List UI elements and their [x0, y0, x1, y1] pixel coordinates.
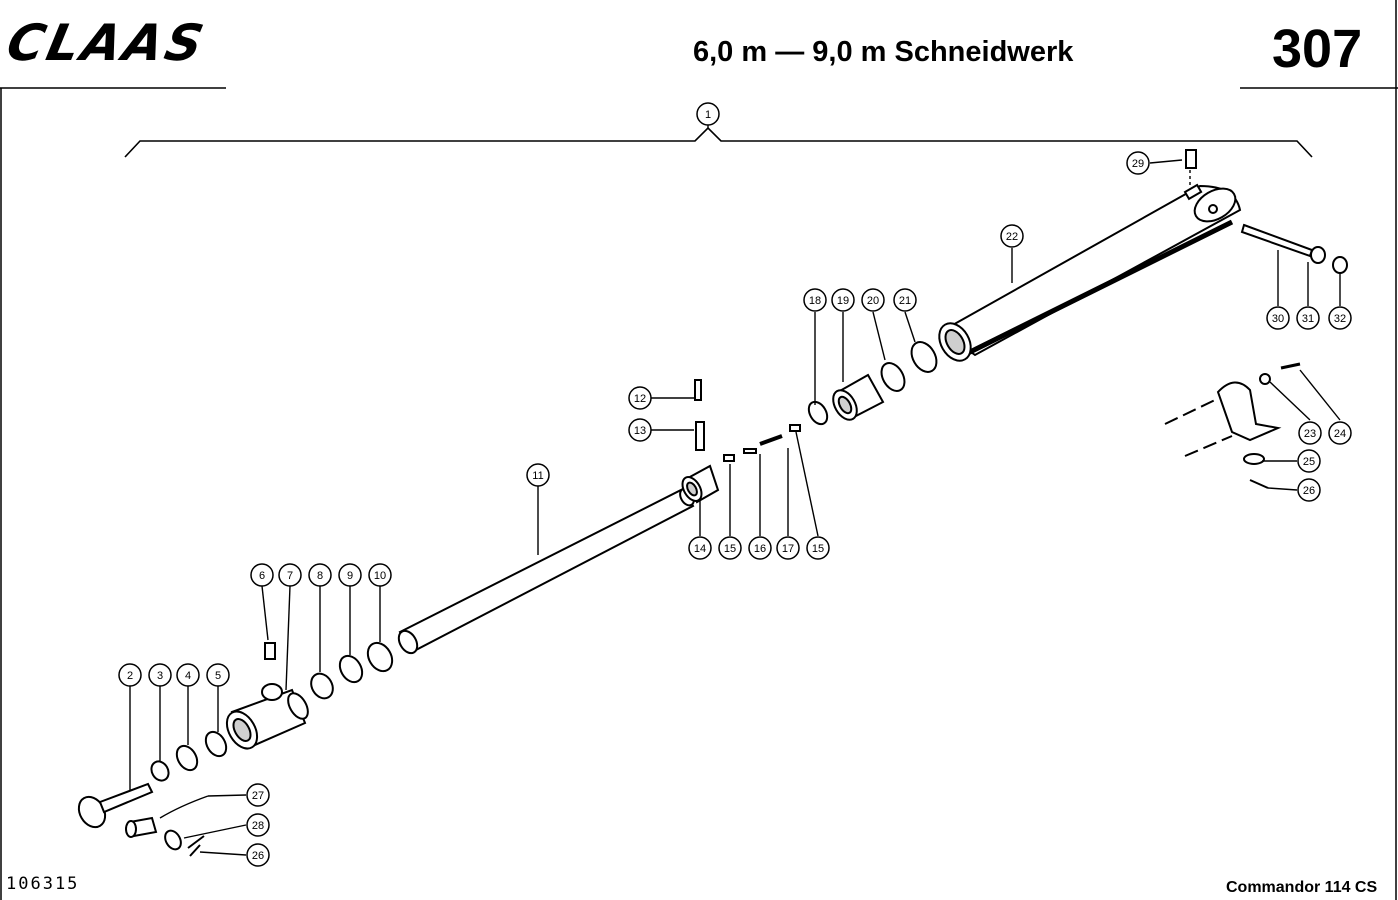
svg-text:3: 3: [157, 670, 163, 682]
callout-31: 31: [1296, 306, 1320, 330]
callout-15a: 15: [718, 536, 742, 560]
svg-text:1: 1: [705, 109, 711, 121]
callout-11: 11: [526, 463, 550, 487]
callout-9: 9: [338, 563, 362, 587]
svg-text:7: 7: [287, 570, 293, 582]
svg-text:29: 29: [1132, 158, 1144, 170]
callout-26a: 26: [1297, 478, 1321, 502]
svg-text:24: 24: [1334, 428, 1346, 440]
leader-lines: [129, 120, 1341, 856]
piston-rod: [397, 487, 695, 655]
callout-1: 1: [696, 102, 720, 126]
svg-text:28: 28: [252, 820, 264, 832]
rod-guide: [681, 464, 720, 504]
callout-8: 8: [308, 563, 332, 587]
drawing-number: 106315: [6, 874, 80, 894]
svg-text:25: 25: [1303, 456, 1315, 468]
svg-text:30: 30: [1272, 313, 1284, 325]
piston: [832, 373, 885, 421]
svg-text:13: 13: [634, 425, 646, 437]
svg-text:8: 8: [317, 570, 323, 582]
callout-25: 25: [1297, 449, 1321, 473]
svg-text:18: 18: [809, 295, 821, 307]
seal-rings: [150, 246, 1348, 851]
svg-text:10: 10: [374, 570, 386, 582]
svg-text:14: 14: [694, 543, 706, 555]
svg-text:11: 11: [532, 470, 543, 482]
svg-text:26: 26: [1303, 485, 1315, 497]
callout-21: 21: [893, 288, 917, 312]
svg-text:23: 23: [1304, 428, 1316, 440]
callout-10: 10: [368, 563, 392, 587]
callout-18: 18: [803, 288, 827, 312]
svg-text:4: 4: [185, 670, 191, 682]
svg-text:5: 5: [215, 670, 221, 682]
svg-text:27: 27: [252, 790, 264, 802]
fasteners: [77, 149, 1314, 857]
callout-29: 29: [1126, 151, 1150, 175]
callout-28: 28: [246, 813, 270, 837]
svg-text:22: 22: [1006, 231, 1018, 243]
page-title: 6,0 m — 9,0 m Schneidwerk: [693, 36, 1074, 68]
svg-text:6: 6: [259, 570, 265, 582]
svg-text:32: 32: [1334, 313, 1346, 325]
callout-19: 19: [831, 288, 855, 312]
svg-text:20: 20: [867, 295, 879, 307]
callout-12: 12: [628, 386, 652, 410]
callout-3: 3: [148, 663, 172, 687]
callout-26b: 26: [246, 843, 270, 867]
callout-32: 32: [1328, 306, 1352, 330]
svg-text:21: 21: [899, 295, 911, 307]
mounting-bracket: [1164, 381, 1282, 457]
callout-20: 20: [861, 288, 885, 312]
svg-text:17: 17: [782, 543, 794, 555]
svg-text:19: 19: [837, 295, 849, 307]
callout-4: 4: [176, 663, 200, 687]
callout-14: 14: [688, 536, 712, 560]
callout-2: 2: [118, 663, 142, 687]
svg-text:16: 16: [754, 543, 766, 555]
callout-17: 17: [776, 536, 800, 560]
svg-text:2: 2: [127, 670, 133, 682]
callout-22: 22: [1000, 224, 1024, 248]
callout-13: 13: [628, 418, 652, 442]
callout-30: 30: [1266, 306, 1290, 330]
page-number: 307: [1272, 19, 1363, 79]
callout-6: 6: [250, 563, 274, 587]
svg-text:9: 9: [347, 570, 353, 582]
model-name: Commandor 114 CS: [1226, 879, 1378, 896]
callout-16: 16: [748, 536, 772, 560]
callout-23: 23: [1298, 421, 1322, 445]
cylinder-head: [225, 683, 309, 750]
svg-text:12: 12: [634, 393, 646, 405]
svg-text:26: 26: [252, 850, 264, 862]
callout-24: 24: [1328, 421, 1352, 445]
callout-5: 5: [206, 663, 230, 687]
svg-text:31: 31: [1302, 313, 1314, 325]
callout-15b: 15: [806, 536, 830, 560]
svg-text:15: 15: [812, 543, 824, 555]
callout-7: 7: [278, 563, 302, 587]
cylinder-tube: [938, 183, 1242, 362]
callouts: 1 2 3 4 5 6 7 8 9 10 11 12 13 14 15 16 1…: [118, 102, 1352, 867]
svg-text:15: 15: [724, 543, 736, 555]
callout-27: 27: [246, 783, 270, 807]
